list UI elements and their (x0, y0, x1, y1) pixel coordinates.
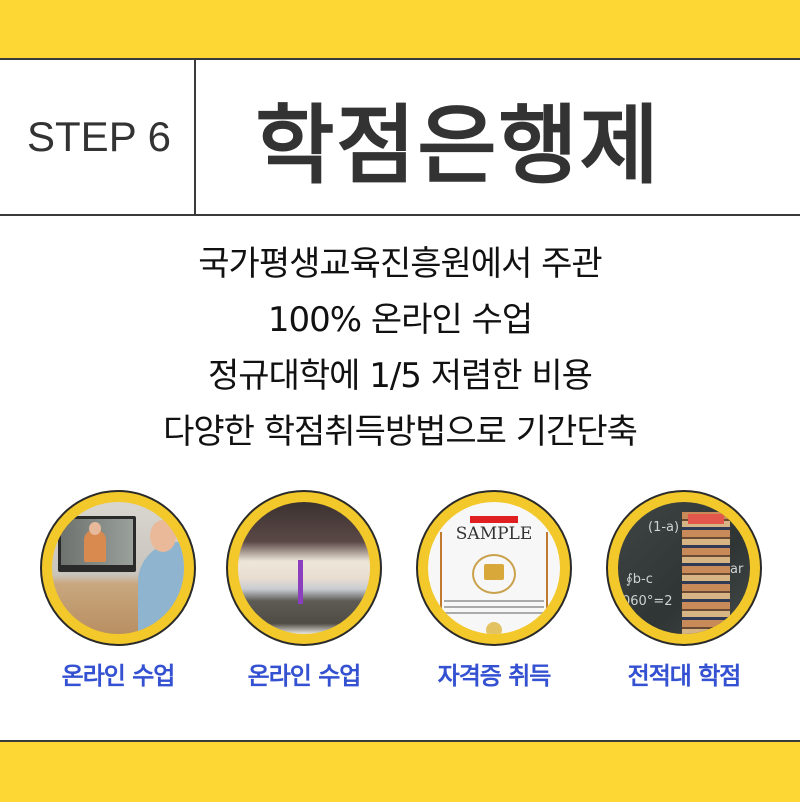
feature-certificate: SAMPLE 자격증 취득 (416, 490, 572, 691)
feature-online-class-books: 온라인 수업 (226, 490, 382, 691)
page-title: 학점은행제 (255, 95, 661, 196)
seal-icon (486, 622, 502, 634)
monitor-icon (58, 516, 136, 572)
feature-circle: (1-a) ∮b-c 060°=2 ar (606, 490, 762, 646)
feature-label: 자격증 취득 (437, 662, 552, 690)
title-box: 학점은행제 (196, 60, 800, 214)
books-photo (238, 502, 370, 634)
top-yellow-band (0, 0, 800, 60)
person-head-shape (150, 520, 176, 552)
description-line: 100% 온라인 수업 (267, 300, 533, 340)
crown-icon (484, 564, 504, 580)
description-line: 국가평생교육진흥원에서 주관 (198, 244, 602, 284)
feature-circle (226, 490, 382, 646)
description: 국가평생교육진흥원에서 주관 100% 온라인 수업 정규대학에 1/5 저렴한… (0, 236, 800, 460)
feature-label: 온라인 수업 (61, 662, 176, 690)
feature-transfer-credits: (1-a) ∮b-c 060°=2 ar 전적대 학점 (606, 490, 762, 691)
certificate-photo: SAMPLE (428, 502, 560, 634)
ribbon-tag (470, 516, 518, 523)
bookmark-ribbon-shape (298, 560, 303, 604)
online-class-photo (52, 502, 184, 634)
feature-label: 전적대 학점 (627, 662, 742, 690)
feature-online-class: 온라인 수업 (40, 490, 196, 691)
certificate-sample-text: SAMPLE (455, 524, 533, 544)
feature-circle (40, 490, 196, 646)
feature-circle: SAMPLE (416, 490, 572, 646)
person-shape (138, 542, 184, 632)
step-box: STEP 6 (0, 60, 196, 214)
feature-list: 온라인 수업 온라인 수업 SAMPLE 자격증 취득 (0, 490, 800, 700)
header: STEP 6 학점은행제 (0, 60, 800, 216)
wreath-icon (472, 554, 516, 594)
description-line: 다양한 학점취득방법으로 기간단축 (163, 412, 638, 452)
step-label: STEP 6 (27, 113, 171, 160)
bottom-yellow-band (0, 740, 800, 802)
book-stack-shape (682, 512, 730, 634)
book-stack-chalkboard-photo: (1-a) ∮b-c 060°=2 ar (618, 502, 750, 634)
feature-label: 온라인 수업 (247, 662, 362, 690)
description-line: 정규대학에 1/5 저렴한 비용 (208, 356, 593, 396)
